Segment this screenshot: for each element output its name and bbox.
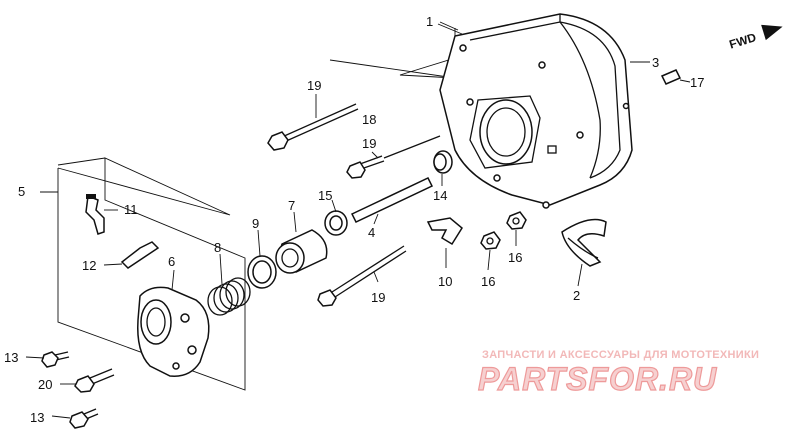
callout-19-middle: 19 [362,136,376,151]
callout-19-top: 19 [307,78,321,93]
callout-2: 2 [573,288,580,303]
callout-17: 17 [690,75,704,90]
callout-5: 5 [18,184,25,199]
callout-9: 9 [252,216,259,231]
fwd-arrow-icon [761,19,785,40]
callout-20: 20 [38,377,52,392]
bolt-part-19-top [268,104,358,150]
fwd-direction-indicator: FWD [727,19,786,52]
spring-part-8 [208,278,250,315]
bolt-part-19-middle [347,156,384,178]
cup-part-7 [276,230,327,273]
callout-3: 3 [652,55,659,70]
callout-6: 6 [168,254,175,269]
callout-4: 4 [368,225,375,240]
callout-1: 1 [426,14,433,29]
watermark: ЗАПЧАСТИ И АКСЕССУАРЫ ДЛЯ МОТОТЕХНИКИ PA… [478,349,759,397]
callout-13-upper: 13 [4,350,18,365]
grommet-part-14 [434,151,452,173]
callout-15: 15 [318,188,332,203]
watermark-brand: PARTSFOR.RU [478,361,717,397]
shaft-part-4 [352,178,432,222]
callout-14: 14 [433,188,447,203]
callout-13-lower: 13 [30,410,44,425]
nut-part-16-right [507,212,526,229]
nut-part-16-left [481,232,500,249]
bolt-part-13-upper [42,352,69,367]
watermark-caption: ЗАПЧАСТИ И АКСЕССУАРЫ ДЛЯ МОТОТЕХНИКИ [482,349,759,361]
ring-part-9 [248,256,276,288]
bolt-part-20 [75,369,114,392]
pin-part-17 [662,70,680,84]
callout-16-left: 16 [481,274,495,289]
pin-part-18 [384,136,440,158]
callout-8: 8 [214,240,221,255]
bolt-part-19-lower [318,246,406,306]
callout-11: 11 [124,202,138,217]
bracket-part-10 [428,218,462,244]
bolt-part-13-lower [70,409,98,428]
sensor-part-11 [86,194,104,234]
callout-19-lower: 19 [371,290,385,305]
callout-18: 18 [362,112,376,127]
fwd-label: FWD [728,30,759,51]
callout-7: 7 [288,198,295,213]
callout-10: 10 [438,274,452,289]
callout-12: 12 [82,258,96,273]
bearing-part-15 [325,211,347,235]
main-cover-part-3 [440,14,632,208]
clip-part-12 [122,242,158,268]
housing-part-6 [138,287,209,376]
clamp-part-2 [562,220,606,266]
callout-16-right: 16 [508,250,522,265]
